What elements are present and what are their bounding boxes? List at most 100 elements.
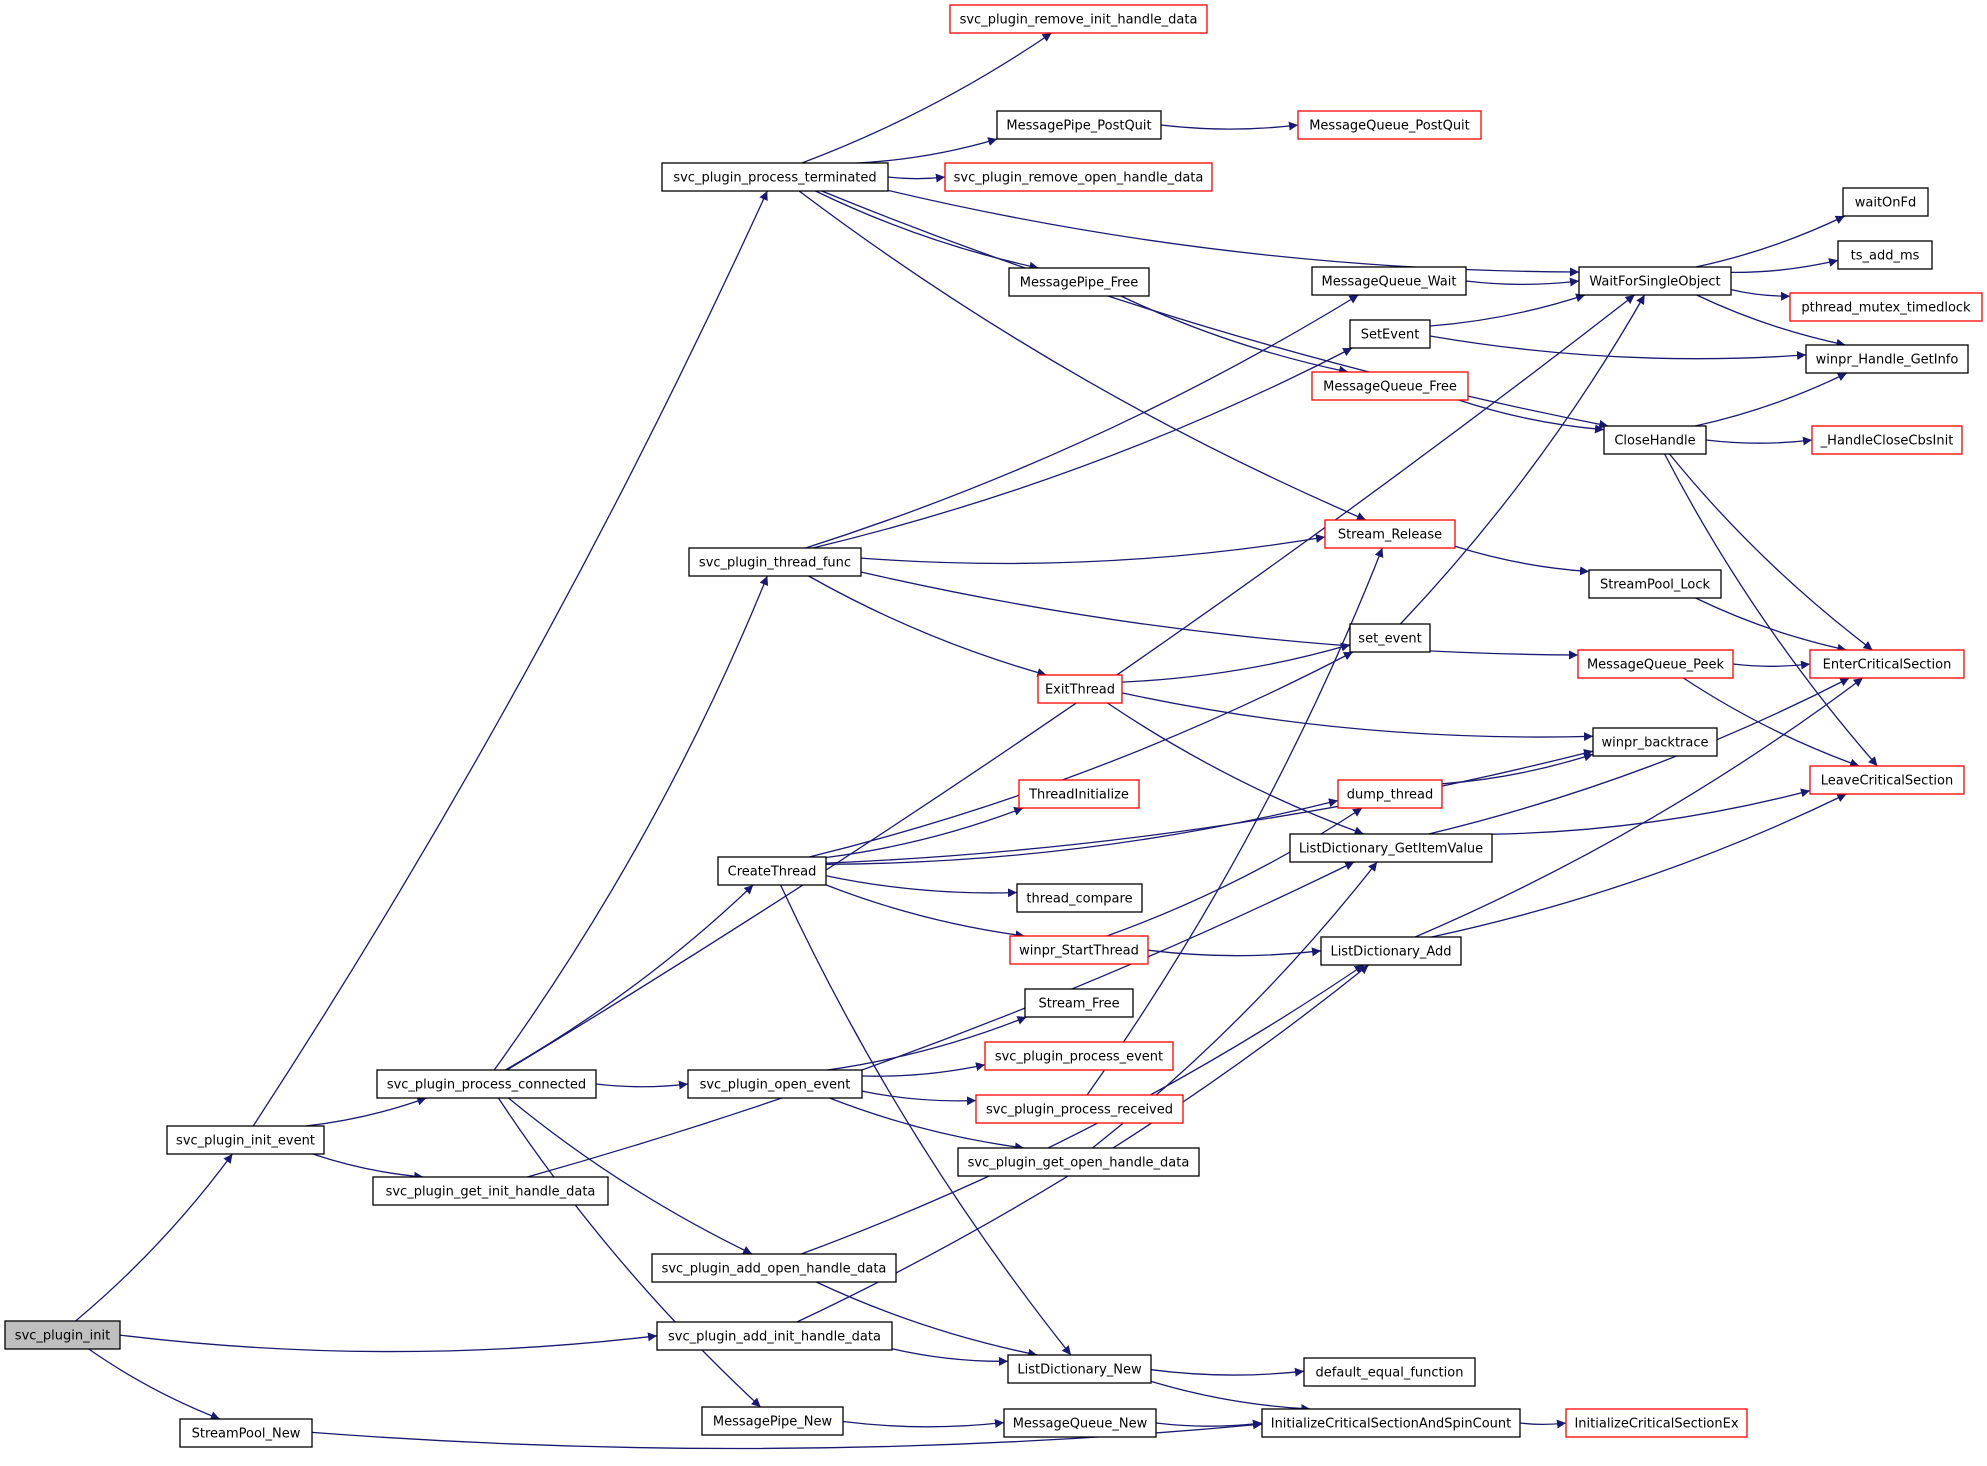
node-label: MessageQueue_New [1013, 1417, 1148, 1432]
node-thread-compare[interactable]: thread_compare [1016, 883, 1143, 913]
edge-closehandle-to-leavecriticalsection [1664, 453, 1878, 767]
node-waitonfd[interactable]: waitOnFd [1842, 187, 1929, 217]
edge-line [1120, 295, 1349, 375]
node-label: MessagePipe_New [713, 1415, 833, 1430]
node-pthread-mutex-timedlock[interactable]: pthread_mutex_timedlock [1789, 292, 1983, 322]
node-initializecriticalsectionex[interactable]: InitializeCriticalSectionEx [1565, 1408, 1748, 1438]
node-dump-thread[interactable]: dump_thread [1337, 779, 1443, 809]
node-messagequeue-free[interactable]: MessageQueue_Free [1311, 371, 1469, 401]
node-svc-plugin-init[interactable]: svc_plugin_init [4, 1320, 121, 1350]
node-svc-plugin-process-connected[interactable]: svc_plugin_process_connected [376, 1069, 597, 1099]
edge-line [829, 1097, 1025, 1152]
node-listdictionary-new[interactable]: ListDictionary_New [1007, 1354, 1152, 1384]
node-waitforsingleobject[interactable]: WaitForSingleObject [1578, 266, 1732, 296]
node-winpr-backtrace[interactable]: winpr_backtrace [1592, 727, 1718, 757]
node-svc-plugin-process-terminated[interactable]: svc_plugin_process_terminated [661, 162, 889, 192]
node-label: StreamPool_New [192, 1427, 301, 1442]
edge-closehandle-to-entercriticalsection [1668, 453, 1873, 651]
node-label: ThreadInitialize [1028, 788, 1129, 803]
edge-line [808, 575, 1047, 677]
node-leavecriticalsection[interactable]: LeaveCriticalSection [1809, 765, 1965, 795]
node-messagequeue-peek[interactable]: MessageQueue_Peek [1577, 649, 1734, 679]
edge-line [1150, 1380, 1311, 1414]
node-winpr-handle-getinfo[interactable]: winpr_Handle_GetInfo [1805, 344, 1969, 374]
node-threadinitialize[interactable]: ThreadInitialize [1018, 779, 1140, 809]
node-messagepipe-postquit[interactable]: MessagePipe_PostQuit [996, 110, 1162, 140]
node-svc-plugin-process-received[interactable]: svc_plugin_process_received [975, 1094, 1184, 1124]
node-initializecriticalsectionandspincount[interactable]: InitializeCriticalSectionAndSpinCount [1261, 1408, 1521, 1438]
edge-svc-plugin-add-open-handle-data-to-listdictionary-new [816, 1281, 1038, 1358]
node-streampool-lock[interactable]: StreamPool_Lock [1588, 569, 1722, 599]
edge-svc-plugin-process-connected-to-svc-plugin-open-event [595, 1080, 689, 1090]
edge-waitforsingleobject-to-pthread-mutex-timedlock [1730, 288, 1791, 301]
edge-line [808, 651, 1354, 858]
edge-line [861, 1062, 986, 1077]
node-ts-add-ms[interactable]: ts_add_ms [1837, 240, 1933, 270]
node-svc-plugin-add-open-handle-data[interactable]: svc_plugin_add_open_handle_data [651, 1253, 897, 1283]
edge-svc-plugin-process-connected-to-svc-plugin-thread-func [493, 575, 769, 1071]
node-messagepipe-free[interactable]: MessagePipe_Free [1008, 267, 1150, 297]
node-box [1842, 187, 1929, 217]
edge-line [1732, 660, 1811, 670]
edge-line [1694, 372, 1848, 427]
node-entercriticalsection[interactable]: EnterCriticalSection [1809, 649, 1965, 679]
edge-svc-plugin-process-connected-to-svc-plugin-add-open-handle-data [507, 1097, 753, 1255]
edge-line [825, 884, 1025, 940]
node-closehandle[interactable]: CloseHandle [1603, 425, 1707, 455]
node-svc-plugin-remove-open-handle-data[interactable]: svc_plugin_remove_open_handle_data [944, 162, 1213, 192]
edge-line [1695, 215, 1845, 268]
node-svc-plugin-open-event[interactable]: svc_plugin_open_event [687, 1069, 863, 1099]
edge-line [1458, 399, 1605, 434]
node-streampool-new[interactable]: StreamPool_New [179, 1418, 313, 1448]
edge-svc-plugin-process-terminated-to-messagepipe-free [815, 190, 1039, 271]
node-box [1809, 765, 1965, 795]
node-messagequeue-wait[interactable]: MessageQueue_Wait [1311, 266, 1467, 296]
edge-svc-plugin-thread-func-to-messagequeue-wait [805, 294, 1359, 549]
edge-svc-plugin-process-terminated-to-closehandle [821, 190, 1609, 429]
node-box [957, 1147, 1200, 1177]
node-label: set_event [1358, 632, 1421, 647]
edge-setevent-to-waitforsingleobject [1429, 293, 1586, 327]
node-label: WaitForSingleObject [1589, 275, 1720, 290]
node-svc-plugin-get-open-handle-data[interactable]: svc_plugin_get_open_handle_data [957, 1147, 1200, 1177]
node-stream-free[interactable]: Stream_Free [1024, 988, 1134, 1018]
node-label: winpr_Handle_GetInfo [1816, 353, 1959, 368]
node-svc-plugin-thread-func[interactable]: svc_plugin_thread_func [688, 547, 862, 577]
node-createthread[interactable]: CreateThread [717, 856, 827, 886]
edge-line [816, 1281, 1038, 1358]
node-listdictionary-add[interactable]: ListDictionary_Add [1320, 936, 1462, 966]
node-default-equal-function[interactable]: default_equal_function [1303, 1357, 1476, 1387]
node-box [1311, 266, 1467, 296]
node-setevent[interactable]: SetEvent [1349, 319, 1431, 349]
edge-line [1664, 453, 1878, 767]
node-messagequeue-new[interactable]: MessageQueue_New [1003, 1408, 1157, 1438]
node-listdictionary-getitemvalue[interactable]: ListDictionary_GetItemValue [1289, 833, 1493, 863]
node-svc-plugin-remove-init-handle-data[interactable]: svc_plugin_remove_init_handle_data [949, 4, 1208, 34]
node-box [944, 162, 1213, 192]
node-box [1337, 779, 1443, 809]
edge-line [527, 861, 1355, 1178]
edge-line [507, 1097, 753, 1255]
node-winpr-startthread[interactable]: winpr_StartThread [1009, 935, 1149, 965]
edge-createthread-to-winpr-startthread [825, 884, 1025, 940]
edge-messagepipe-postquit-to-messagequeue-postquit [1160, 121, 1299, 131]
edge-line [825, 798, 1339, 865]
node-svc-plugin-process-event[interactable]: svc_plugin_process_event [984, 1041, 1174, 1071]
edge-line [1121, 642, 1351, 683]
node-set-event[interactable]: set_event [1349, 623, 1431, 653]
node-svc-plugin-get-init-handle-data[interactable]: svc_plugin_get_init_handle_data [372, 1176, 609, 1206]
node-svc-plugin-init-event[interactable]: svc_plugin_init_event [166, 1125, 325, 1155]
node-box [975, 1094, 1184, 1124]
edge-svc-plugin-open-event-to-svc-plugin-process-received [861, 1090, 977, 1106]
edge-line [1730, 257, 1839, 274]
node-svc-plugin-add-init-handle-data[interactable]: svc_plugin_add_init_handle_data [656, 1321, 893, 1351]
node-exitthread[interactable]: ExitThread [1037, 674, 1123, 704]
edge-line [887, 189, 1580, 277]
node-messagequeue-postquit[interactable]: MessageQueue_PostQuit [1297, 110, 1482, 140]
node-handleclosecbsinit[interactable]: _HandleCloseCbsInit [1811, 425, 1963, 455]
node-label: MessageQueue_Peek [1587, 658, 1725, 673]
node-messagepipe-new[interactable]: MessagePipe_New [701, 1406, 844, 1436]
node-stream-release[interactable]: Stream_Release [1324, 519, 1456, 549]
node-label: ListDictionary_New [1017, 1363, 1142, 1378]
edge-svc-plugin-open-event-to-svc-plugin-process-event [861, 1062, 986, 1077]
